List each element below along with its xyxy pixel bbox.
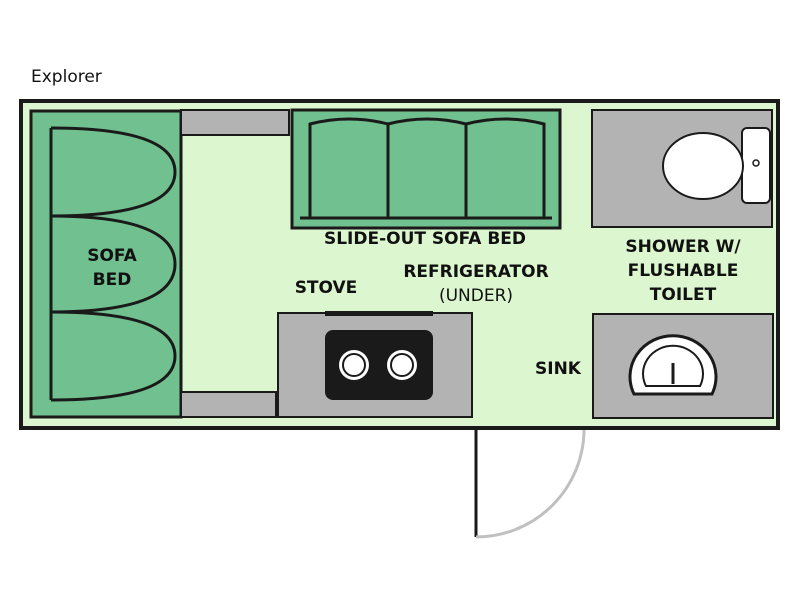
lower-cabinet xyxy=(180,391,277,418)
sink-vanity xyxy=(592,313,774,419)
label-sink: SINK xyxy=(535,359,581,379)
label-sofa-bed: SOFA BED xyxy=(72,244,152,292)
shower-toilet-area xyxy=(591,109,773,228)
label-shower-line2: FLUSHABLE xyxy=(627,261,739,281)
stove-cooktop xyxy=(325,330,433,400)
slide-out-sofa-bed xyxy=(290,108,562,230)
label-slide-out-sofa-bed: SLIDE-OUT SOFA BED xyxy=(323,229,527,249)
toilet-bowl xyxy=(662,132,744,200)
label-stove: STOVE xyxy=(294,278,358,298)
entry-door xyxy=(474,429,586,539)
label-sofa-bed-line2: BED xyxy=(92,270,132,290)
floorplan-title: Explorer xyxy=(31,67,102,87)
label-shower-line3: TOILET xyxy=(649,285,717,305)
label-refrigerator-note: (UNDER) xyxy=(438,286,514,306)
sofa-bed xyxy=(29,109,183,419)
stove-backsplash xyxy=(325,311,433,316)
galley-counter xyxy=(277,311,473,418)
upper-cabinet xyxy=(180,109,290,136)
label-refrigerator: REFRIGERATOR (UNDER) xyxy=(398,260,554,308)
label-shower-line1: SHOWER W/ xyxy=(625,237,741,257)
label-refrigerator-line1: REFRIGERATOR xyxy=(403,262,549,282)
label-shower: SHOWER W/ FLUSHABLE TOILET xyxy=(616,235,750,307)
label-sofa-bed-line1: SOFA xyxy=(87,246,137,266)
